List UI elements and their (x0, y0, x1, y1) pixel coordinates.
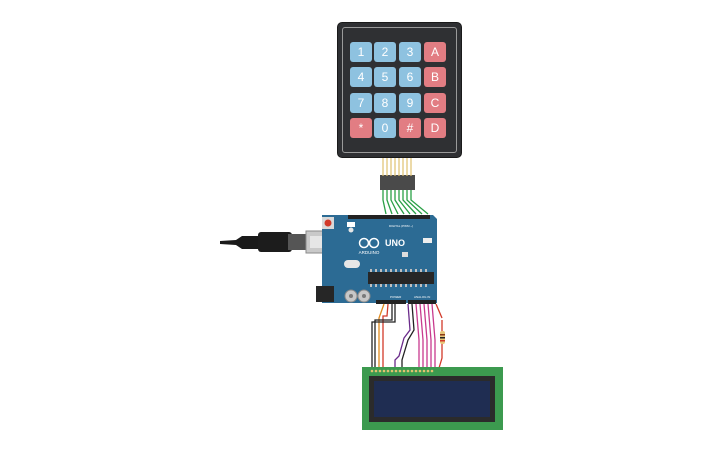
key-0[interactable]: 1 (350, 42, 372, 62)
digital-header-label: DIGITAL (PWM ~) (389, 224, 413, 228)
lcd-screen (374, 381, 490, 417)
arduino-model-label: UNO (385, 238, 405, 248)
key-4[interactable]: 4 (350, 67, 372, 87)
key-6[interactable]: 6 (399, 67, 421, 87)
key-5[interactable]: 5 (374, 67, 396, 87)
key-label: 1 (357, 45, 365, 59)
analog-header-label: ANALOG IN (414, 295, 430, 299)
key-14[interactable]: # (399, 118, 421, 138)
key-label: 3 (406, 45, 414, 59)
key-9[interactable]: 8 (374, 93, 396, 113)
key-label: 9 (406, 96, 414, 110)
atmega-chip (368, 272, 434, 284)
key-15[interactable]: D (424, 118, 446, 138)
key-label: C (430, 96, 440, 110)
key-2[interactable]: 3 (399, 42, 421, 62)
keypad-wires[interactable] (382, 190, 429, 215)
key-8[interactable]: 7 (350, 93, 372, 113)
keypad-frame (342, 27, 457, 153)
key-7[interactable]: B (424, 67, 446, 87)
arduino-brand-label: ARDUINO (359, 250, 380, 255)
power-header-label: POWER (390, 295, 402, 299)
key-3[interactable]: A (424, 42, 446, 62)
key-label: A (430, 45, 439, 59)
key-11[interactable]: C (424, 93, 446, 113)
key-label: 5 (381, 70, 389, 84)
key-label: 6 (406, 70, 414, 84)
key-label: D (430, 121, 440, 135)
key-13[interactable]: 0 (374, 118, 396, 138)
lcd-wires[interactable] (371, 303, 443, 369)
key-label: 0 (381, 121, 389, 135)
key-label: B (430, 70, 439, 84)
key-10[interactable]: 9 (399, 93, 421, 113)
resistor[interactable] (440, 331, 445, 344)
key-label: * (358, 121, 364, 135)
key-label: 2 (381, 45, 389, 59)
keypad-connector[interactable] (380, 157, 415, 190)
key-label: 4 (357, 70, 365, 84)
arduino-uno-board[interactable]: ARDUINO UNO DIGITAL (PWM ~) POWER ANAL (316, 215, 437, 304)
keypad-4x4: 1 2 3 A 4 5 6 B 7 8 9 C * 0 # D (337, 22, 462, 158)
arduino-logo (358, 237, 380, 249)
key-1[interactable]: 2 (374, 42, 396, 62)
key-12[interactable]: * (350, 118, 372, 138)
key-label: 7 (357, 96, 365, 110)
power-jack (316, 286, 334, 302)
lcd-16x2-display[interactable] (362, 367, 503, 430)
usb-cable[interactable] (220, 230, 337, 254)
key-label: # (406, 121, 414, 135)
key-label: 8 (381, 96, 389, 110)
